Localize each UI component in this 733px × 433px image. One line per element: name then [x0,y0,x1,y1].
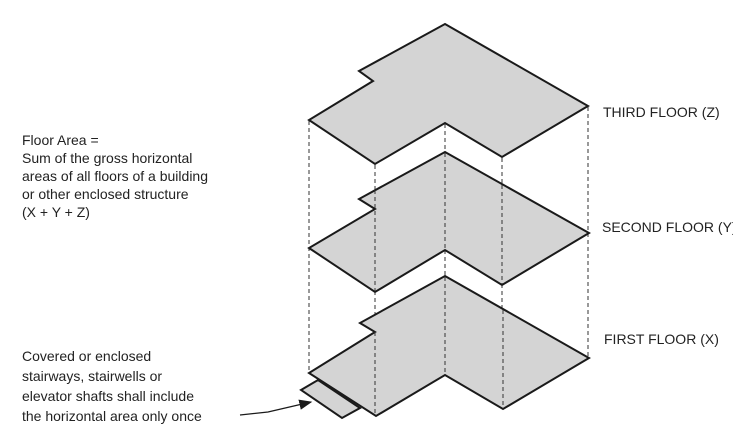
note-line: the horizontal area only once [22,408,202,424]
second-floor-slab [307,150,591,294]
note-line: elevator shafts shall include [22,388,194,404]
second-floor-label: SECOND FLOOR (Y) [602,219,733,235]
definition-line: areas of all floors of a building [22,168,208,184]
stair-shaft [299,378,362,420]
definition-line: Sum of the gross horizontal [22,150,193,166]
definition-text: Floor Area = Sum of the gross horizontal… [22,131,208,221]
first-floor-label: FIRST FLOOR (X) [604,331,719,347]
third-floor-slab [307,22,590,166]
definition-line: Floor Area = [22,132,99,148]
definition-line: (X + Y + Z) [22,204,90,220]
definition-line: or other enclosed structure [22,186,189,202]
third-floor-label: THIRD FLOOR (Z) [603,104,720,120]
stair-note-text: Covered or enclosed stairways, stairwell… [22,346,202,426]
note-line: stairways, stairwells or [22,368,163,384]
first-floor-slab [307,274,591,418]
callout-arrow [239,399,313,416]
note-line: Covered or enclosed [22,348,152,364]
